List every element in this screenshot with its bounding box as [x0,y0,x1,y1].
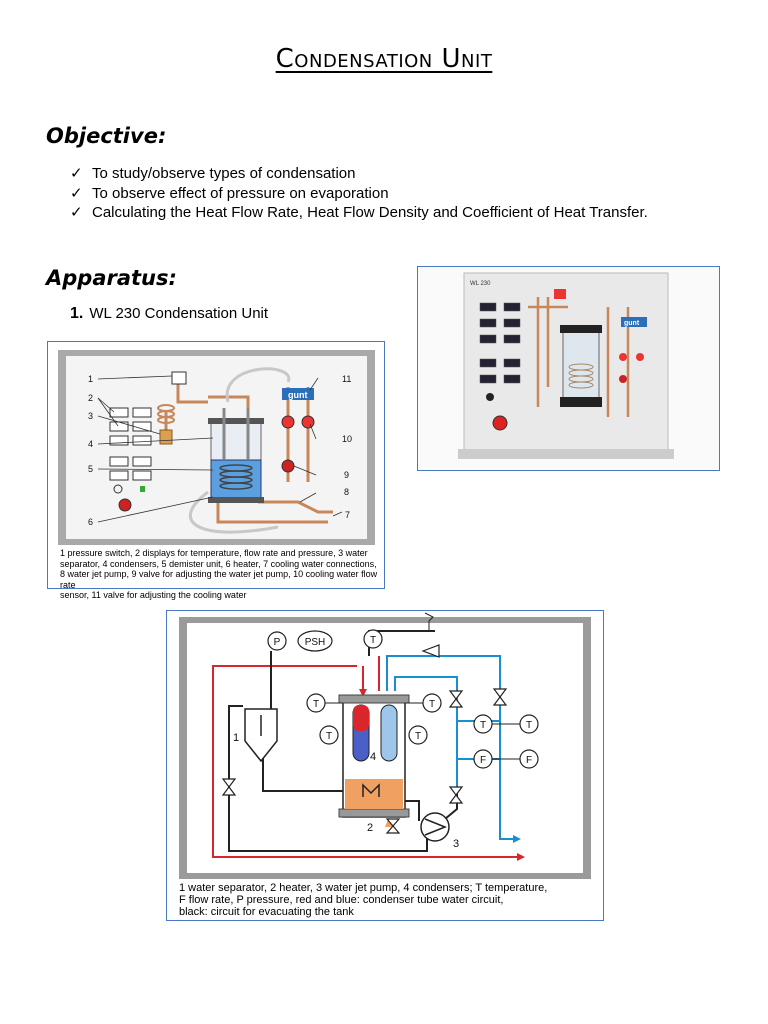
schematic-label-4: 4 [370,751,376,763]
list-item: ✓Calculating the Heat Flow Rate, Heat Fl… [70,204,648,221]
schematic-label-2: 2 [367,822,373,834]
schematic-figure: P PSH T T T T T T T F F 1 2 3 4 1 water … [166,610,604,921]
schematic-diagram: P PSH T T T T T T T F F 1 2 3 4 [179,612,591,879]
unit-photo: WL 230 gunt [418,267,719,470]
list-item: ✓To study/observe types of condensation [70,165,356,182]
check-icon: ✓ [70,184,83,202]
apparatus-heading: Apparatus: [46,266,177,290]
label-3: 3 [88,411,93,421]
figure2-caption: 1 water separator, 2 heater, 3 water jet… [179,882,548,918]
label-8: 8 [344,487,349,497]
objective-list: ✓To study/observe types of condensation … [70,164,648,223]
schematic-label-3: 3 [453,838,459,850]
instrument-psh: PSH [305,637,326,648]
objective-heading: Objective: [46,124,167,148]
label-4: 4 [88,439,93,449]
instrument-t-b: T [526,720,532,731]
instrument-t-top: T [370,635,376,646]
check-icon: ✓ [70,204,83,221]
figure1-caption: 1 pressure switch, 2 displays for temper… [60,548,378,600]
instrument-t-left-low: T [326,731,332,742]
instrument-f-b: F [526,755,532,766]
instrument-f-a: F [480,755,486,766]
unit-photo-figure: WL 230 gunt [417,266,720,471]
label-11: 11 [342,374,351,384]
instrument-t-left: T [313,699,319,710]
label-7: 7 [345,510,350,520]
label-10: 10 [342,434,352,444]
apparatus-item: 1. WL 230 Condensation Unit [70,305,268,323]
label-5: 5 [88,464,93,474]
instrument-t-right: T [429,699,435,710]
equipment-drawing-figure: gunt 1 2 3 4 5 6 7 8 9 [47,341,385,600]
photo-brand-logo: gunt [624,320,640,327]
panel-label: WL 230 [470,281,491,287]
label-1: 1 [88,374,93,384]
schematic-label-1: 1 [233,732,239,744]
instrument-t-right-low: T [415,731,421,742]
equipment-drawing: gunt 1 2 3 4 5 6 7 8 9 [58,350,375,545]
page-title: Condensation Unit [275,44,493,74]
brand-logo: gunt [288,390,308,400]
list-item: ✓To observe effect of pressure on evapor… [70,184,389,202]
check-icon: ✓ [70,165,83,182]
label-6: 6 [88,517,93,527]
label-2: 2 [88,393,93,403]
item-label: WL 230 Condensation Unit [89,305,269,322]
label-9: 9 [344,470,349,480]
item-number: 1. [70,305,84,322]
instrument-t-a: T [480,720,486,731]
instrument-p: P [274,637,281,648]
